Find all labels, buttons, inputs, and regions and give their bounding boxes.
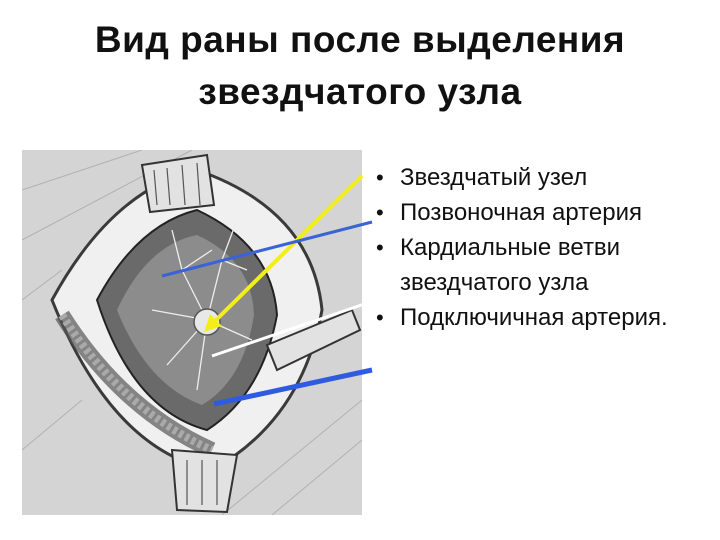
- slide-title: Вид раны после выделения звездчатого узл…: [94, 19, 626, 112]
- bullet-dot: •: [376, 235, 384, 260]
- bullet-stellate-ganglion: • Звездчатый узел: [372, 160, 712, 195]
- bullet-dot: •: [376, 305, 384, 330]
- bullet-dot: •: [376, 200, 384, 225]
- bullet-subclavian-artery: • Подключичная артерия.: [372, 300, 712, 335]
- bullet-vertebral-artery: • Позвоночная артерия: [372, 195, 712, 230]
- bullet-cardiac-branches: • Кардиальные ветви звездчатого узла: [372, 230, 712, 300]
- bullet-text: Подключичная артерия.: [400, 304, 668, 331]
- bullet-text: Позвоночная артерия: [400, 199, 642, 226]
- bullet-dot: •: [376, 165, 384, 190]
- bullet-text: Кардиальные ветви звездчатого узла: [400, 234, 621, 296]
- bullet-list: • Звездчатый узел • Позвоночная артерия …: [372, 160, 712, 335]
- bullet-text: Звездчатый узел: [400, 164, 588, 191]
- surgical-wound-illustration: [22, 150, 362, 515]
